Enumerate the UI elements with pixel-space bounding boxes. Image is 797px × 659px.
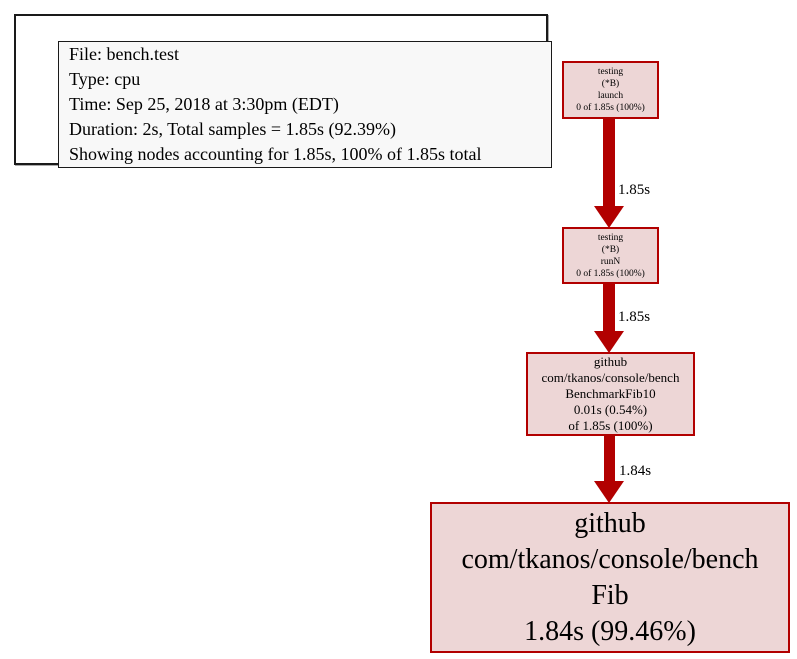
node-package: testing xyxy=(597,232,624,243)
node-cum-stats: of 1.85s (100%) xyxy=(568,418,653,433)
edge-benchmarkfib10-to-fib xyxy=(604,435,615,481)
node-path: com/tkanos/console/bench xyxy=(461,543,759,575)
edge-weight-label: 1.85s xyxy=(618,182,651,198)
node-function: BenchmarkFib10 xyxy=(565,386,656,401)
node-package: github xyxy=(593,354,628,369)
legend-file-line: File: bench.test xyxy=(69,44,179,64)
edge-runN-to-benchmarkfib10 xyxy=(603,284,615,331)
node-flat-stats: 1.84s (99.46%) xyxy=(524,615,696,647)
edge-weight-label: 1.85s xyxy=(618,309,651,325)
arrowhead-icon xyxy=(594,481,624,503)
node-stats: 0 of 1.85s (100%) xyxy=(576,103,645,113)
arrowhead-icon xyxy=(594,331,624,353)
arrowhead-icon xyxy=(594,206,624,228)
node-flat-stats: 0.01s (0.54%) xyxy=(573,402,648,417)
edge-launch-to-runN xyxy=(603,119,615,206)
legend-outer-box: File: bench.test Type: cpu Time: Sep 25,… xyxy=(14,14,552,168)
node-receiver: (*B) xyxy=(601,79,620,89)
legend-time-line: Time: Sep 25, 2018 at 3:30pm (EDT) xyxy=(69,94,339,114)
node-function: Fib xyxy=(591,579,629,611)
node-package: testing xyxy=(597,67,624,77)
node-testing-launch[interactable]: testing (*B) launch 0 of 1.85s (100%) xyxy=(562,61,659,119)
node-function: launch xyxy=(597,91,624,101)
edge-weight-label: 1.84s xyxy=(619,463,652,479)
legend-duration-line: Duration: 2s, Total samples = 1.85s (92.… xyxy=(69,119,397,139)
node-benchmarkfib10[interactable]: github com/tkanos/console/bench Benchmar… xyxy=(526,352,695,436)
node-package: github xyxy=(574,507,646,539)
legend-box: File: bench.test Type: cpu Time: Sep 25,… xyxy=(58,41,552,168)
node-function: runN xyxy=(600,256,621,267)
node-stats: 0 of 1.85s (100%) xyxy=(576,268,645,279)
legend-showing-line: Showing nodes accounting for 1.85s, 100%… xyxy=(69,144,482,164)
node-fib[interactable]: github com/tkanos/console/bench Fib 1.84… xyxy=(430,502,790,653)
node-path: com/tkanos/console/bench xyxy=(541,370,680,385)
node-testing-runN[interactable]: testing (*B) runN 0 of 1.85s (100%) xyxy=(562,227,659,284)
legend-type-line: Type: cpu xyxy=(69,69,141,89)
node-receiver: (*B) xyxy=(601,244,620,255)
